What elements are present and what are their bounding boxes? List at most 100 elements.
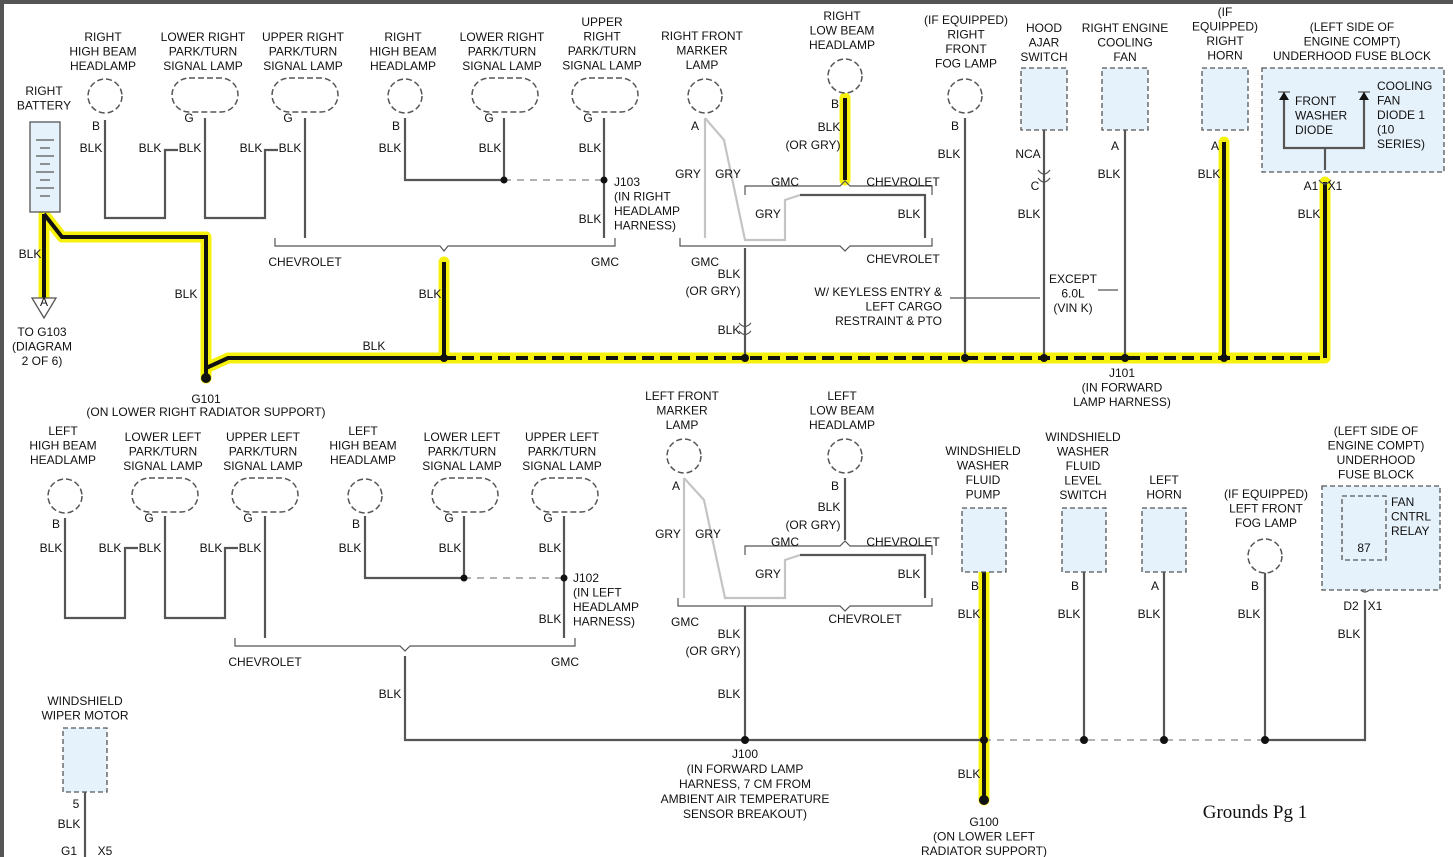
wire-color-label-5: BLK xyxy=(80,141,103,155)
pin-label-16: G xyxy=(243,511,252,525)
wire-color-label-25: BLK xyxy=(1298,207,1321,221)
wiper-motor-label-line-2: WIPER MOTOR xyxy=(41,709,128,723)
hood-ajar-label-line-2: AJAR xyxy=(1029,36,1060,50)
left-front-marker-lamp-icon xyxy=(666,438,702,474)
g100-label-line-2: (ON LOWER LEFT xyxy=(933,830,1036,844)
left-horn xyxy=(1141,507,1187,573)
wire-color-label-19: BLK xyxy=(718,267,741,281)
wire-color-label-3: BLK xyxy=(363,339,386,353)
wire-color-label-48: BLK xyxy=(958,767,981,781)
pin-label-17: B xyxy=(352,517,360,531)
wire-color-label-10: BLK xyxy=(379,141,402,155)
wire-color-label-32: BLK xyxy=(439,541,462,555)
to-g103-label-line-2: (DIAGRAM xyxy=(12,340,72,354)
gmc-label-3: GMC xyxy=(771,175,799,189)
pin-label-2: G xyxy=(184,111,193,125)
wire-color-label-15: GRY xyxy=(715,167,741,181)
lower-right-park-2-label-line-3: SIGNAL LAMP xyxy=(462,59,542,73)
right-battery-label-line-1: RIGHT xyxy=(25,84,63,98)
j103-label-line-4: HARNESS) xyxy=(614,219,676,233)
upper-right-park-1-label-line-2: PARK/TURN xyxy=(269,45,337,59)
wire-color-label-18: BLK xyxy=(898,207,921,221)
pin-x1-top-label: X1 xyxy=(1328,179,1343,193)
wire-color-label-26: BLK xyxy=(40,541,63,555)
gmc-label-4: GMC xyxy=(551,655,579,669)
lower-left-park-1-label-line-3: SIGNAL LAMP xyxy=(123,459,203,473)
j100-label-line-1: J100 xyxy=(732,747,758,761)
pin-label-22: B xyxy=(971,579,979,593)
right-high-beam-2-label-line-1: RIGHT xyxy=(384,30,422,44)
wire-color-label-4: BLK xyxy=(419,287,442,301)
pin-label-25: B xyxy=(1251,579,1259,593)
right-front-marker-label-line-3: LAMP xyxy=(686,58,719,72)
left-low-beam-label-line-3: HEADLAMP xyxy=(809,418,875,432)
pin-label-19: G xyxy=(543,511,552,525)
wire-color-label-23: BLK xyxy=(1098,167,1121,181)
right-high-beam-1-lamp-icon xyxy=(87,78,123,114)
j101-label-line-3: LAMP HARNESS) xyxy=(1073,395,1171,409)
upper-left-park-2-lamp-icon xyxy=(531,477,599,513)
nca-label: NCA xyxy=(1015,147,1040,161)
right-high-beam-1-label-line-2: HIGH BEAM xyxy=(69,45,136,59)
right-horn xyxy=(1201,67,1249,131)
front-washer-diode-label-line-1: FRONT xyxy=(1295,94,1337,108)
left-high-beam-1-label-line-1: LEFT xyxy=(48,424,78,438)
wire-color-label-22: BLK xyxy=(1018,207,1041,221)
pin-87-label: 87 xyxy=(1357,541,1371,555)
underhood-left-label-line-4: FUSE BLOCK xyxy=(1338,468,1414,482)
wire-color-label-6: BLK xyxy=(139,141,162,155)
pin-label-3: G xyxy=(283,111,292,125)
wire-color-label-2: BLK xyxy=(175,287,198,301)
wire-color-label-11: BLK xyxy=(479,141,502,155)
j101-label-line-1: J101 xyxy=(1109,366,1135,380)
underhood-right-label-line-2: ENGINE COMPT) xyxy=(1304,35,1401,49)
keyless-label-line-3: RESTRAINT & PTO xyxy=(835,314,942,328)
wire-color-label-45: BLK xyxy=(1138,607,1161,621)
right-fog-label-line-3: FRONT xyxy=(945,42,987,56)
washer-pump-label-line-2: WASHER xyxy=(957,459,1010,473)
cooling-fan-diode-label-line-4: (10 xyxy=(1377,123,1395,137)
upper-left-park-1-label-line-1: UPPER LEFT xyxy=(226,430,301,444)
right-horn-label-line-1: (IF xyxy=(1218,5,1233,19)
washer-pump-label-line-4: PUMP xyxy=(966,488,1001,502)
g101-label-line-2: (ON LOWER RIGHT RADIATOR SUPPORT) xyxy=(86,405,325,419)
wire-color-label-27: BLK xyxy=(99,541,122,555)
upper-right-park-2-label-line-4: SIGNAL LAMP xyxy=(562,59,642,73)
fan-relay-label-line-3: RELAY xyxy=(1391,524,1429,538)
pin-x5-label: X5 xyxy=(98,844,113,857)
left-high-beam-2-label-line-3: HEADLAMP xyxy=(330,453,396,467)
keyless-label-line-1: W/ KEYLESS ENTRY & xyxy=(814,285,942,299)
cooling-fan-diode-label-line-3: DIODE 1 xyxy=(1377,108,1425,122)
right-low-beam-lamp-icon xyxy=(827,58,863,94)
wire-color-label-38: BLK xyxy=(818,500,841,514)
j101-label-line-2: (IN FORWARD xyxy=(1082,381,1163,395)
pin-label-18: G xyxy=(444,511,453,525)
wire-color-label-16: GRY xyxy=(755,207,781,221)
to-g103-label-line-3: 2 OF 6) xyxy=(22,354,63,368)
pin-label-21: B xyxy=(831,479,839,493)
pin-label-23: B xyxy=(1071,579,1079,593)
wire-color-label-1: BLK xyxy=(19,247,42,261)
wire-color-label-39: BLK xyxy=(898,567,921,581)
wire-color-label-42: BLK xyxy=(379,687,402,701)
pin-label-7: A xyxy=(691,119,699,133)
lower-left-park-1-label-line-1: LOWER LEFT xyxy=(125,430,202,444)
left-high-beam-1-lamp-icon xyxy=(47,478,83,514)
right-fog-lamp-icon xyxy=(947,78,983,114)
wire-color-label-49: BLK xyxy=(58,817,81,831)
bottom-brackets xyxy=(234,540,1372,652)
gmc-label-5: GMC xyxy=(671,615,699,629)
lower-right-park-2-lamp-icon xyxy=(471,77,539,113)
right-horn-label-line-3: RIGHT xyxy=(1206,34,1244,48)
pin-d2-label: D2 xyxy=(1343,599,1359,613)
cooling-fan-diode-label-line-5: SERIES) xyxy=(1377,137,1425,151)
pin-label-11: A xyxy=(1111,139,1119,153)
pin-g1-label: G1 xyxy=(61,844,77,857)
j102-label-line-3: HEADLAMP xyxy=(573,600,639,614)
to-g103-label-line-1: TO G103 xyxy=(17,325,66,339)
left-horn-label-line-1: LEFT xyxy=(1149,473,1179,487)
hood-ajar-switch xyxy=(1020,67,1068,131)
right-horn-label-line-2: EQUIPPED) xyxy=(1192,20,1258,34)
